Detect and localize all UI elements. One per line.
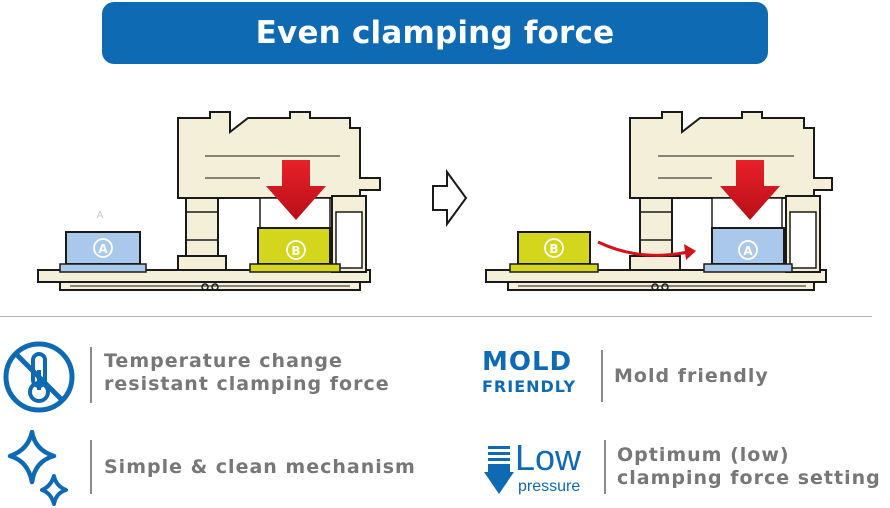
mold-friendly-logo: MOLD xyxy=(482,347,573,377)
exchange-arrow xyxy=(684,244,696,260)
page-title: Even clamping force xyxy=(255,15,615,51)
feature-text-line: clamping force setting xyxy=(617,467,881,489)
section-divider xyxy=(0,316,872,317)
feature-text-line: Optimum (low) xyxy=(617,444,790,466)
left-machine: B A A xyxy=(37,111,381,291)
clamping-diagram: B A A A B xyxy=(37,111,833,291)
mold-friendly-logo-sub: FRIENDLY xyxy=(482,377,577,396)
right-clamp-arrow xyxy=(720,160,780,220)
left-mold-a-label: A xyxy=(98,242,108,256)
right-machine: A B xyxy=(485,111,833,291)
transition-arrow-icon xyxy=(432,168,468,228)
feature-mold-friendly: Mold friendly xyxy=(614,365,769,388)
low-pressure-logo-sub: pressure xyxy=(518,478,581,495)
title-banner: Even clamping force xyxy=(102,2,768,64)
left-mold-b-label: B xyxy=(291,244,300,258)
feature-text-line: Mold friendly xyxy=(614,365,769,387)
right-mold-a-label: A xyxy=(743,244,753,258)
feature-text-line: resistant clamping force xyxy=(104,373,390,395)
low-pressure-logo: Low xyxy=(515,437,582,478)
feature-text-line: Simple & clean mechanism xyxy=(104,456,416,478)
feature-separator xyxy=(90,440,92,494)
down-arrow-icon xyxy=(484,446,514,494)
left-clamp-arrow xyxy=(266,160,326,220)
sparkle-icon xyxy=(7,430,68,506)
feature-simple-clean: Simple & clean mechanism xyxy=(104,456,416,479)
feature-separator xyxy=(604,440,606,494)
feature-text-line: Temperature change xyxy=(104,350,343,372)
stray-letter: A xyxy=(97,210,104,221)
no-temperature-icon xyxy=(3,341,75,413)
feature-temperature: Temperature change resistant clamping fo… xyxy=(104,350,390,396)
feature-low-pressure: Optimum (low) clamping force setting xyxy=(617,444,881,490)
right-mold-b-label: B xyxy=(549,242,558,256)
feature-separator xyxy=(601,350,603,402)
feature-separator xyxy=(90,347,92,403)
